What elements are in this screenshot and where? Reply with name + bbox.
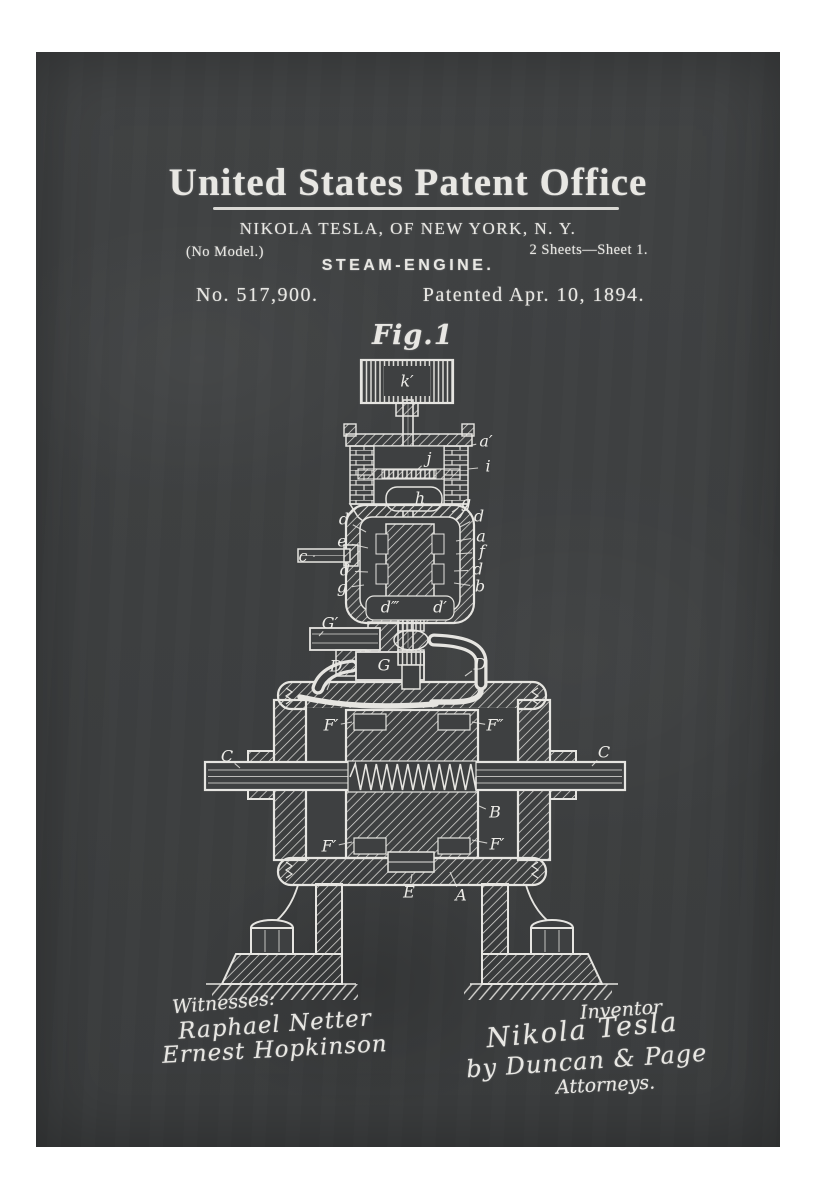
leader-line [453, 569, 469, 572]
leader-line [338, 841, 353, 846]
spring [349, 761, 477, 791]
part-label: F′ [321, 837, 337, 856]
part-label: d′ [433, 598, 447, 617]
leader-line [471, 839, 488, 844]
part-label: G [378, 656, 391, 675]
leader-line [318, 630, 324, 637]
right-bolt [530, 919, 574, 955]
leader-line [326, 676, 333, 691]
leader-line [352, 524, 367, 533]
part-label: h [415, 489, 425, 508]
leader-line [467, 443, 477, 447]
leader-line [340, 721, 353, 725]
leader-line [234, 763, 241, 769]
part-label: a [476, 527, 486, 546]
part-label: d [339, 510, 349, 529]
part-label: d [340, 561, 350, 580]
piston-shaft [203, 760, 627, 793]
figure-label: Fig.1 [372, 320, 454, 351]
inlet-pipe-g1 [309, 627, 381, 651]
part-label: F″ [485, 716, 503, 735]
leader-line [467, 467, 479, 470]
part-label: D [329, 657, 343, 676]
valve-spool [385, 523, 435, 599]
part-label: g [461, 493, 471, 512]
inventor-byline: NIKOLA TESLA, OF NEW YORK, N. Y. [239, 219, 577, 238]
part-label: d‴ [381, 598, 400, 617]
part-label: d [473, 560, 483, 579]
patent-number: No. 517,900. [196, 284, 319, 306]
part-label: k′ [400, 372, 414, 391]
leader-line [464, 670, 473, 677]
leader-line [351, 584, 365, 588]
leader-line [591, 759, 598, 767]
part-label: D [473, 655, 487, 674]
part-label: C [598, 743, 610, 762]
leader-line [354, 570, 369, 573]
title-underline [213, 207, 619, 210]
part-label: A [453, 886, 467, 905]
leader-line [471, 721, 486, 725]
part-label: f [478, 542, 488, 561]
part-label: B [488, 803, 501, 822]
part-label: j [424, 449, 432, 468]
leader-line [455, 552, 473, 555]
leader-line [410, 873, 413, 884]
part-label: d [474, 507, 484, 526]
leader-line [453, 582, 471, 587]
invention-title: STEAM-ENGINE. [321, 257, 495, 274]
patent-date: Patented Apr. 10, 1894. [422, 284, 645, 306]
part-label: a′ [479, 432, 493, 451]
part-label: G′ [322, 614, 339, 633]
part-label: F′ [323, 716, 339, 735]
page-title: United States Patent Office [168, 161, 648, 204]
leader-line [455, 538, 472, 542]
leader-line [451, 507, 458, 513]
part-label: b [475, 577, 485, 596]
leader-line [449, 871, 458, 888]
leader-line [459, 521, 471, 528]
left-bolt [250, 919, 294, 955]
part-label: C [221, 747, 233, 766]
valve-block [297, 503, 476, 625]
leader-line [351, 543, 369, 549]
cap-k [359, 358, 455, 417]
model-note: (No Model.) [186, 244, 264, 260]
part-label: c [299, 547, 308, 566]
sheet-info: 2 Sheets—Sheet 1. [529, 242, 648, 258]
part-label: F′ [489, 835, 505, 854]
leader-line [416, 465, 423, 471]
part-label: e [337, 532, 346, 551]
part-label: i [485, 457, 490, 476]
leader-line [478, 805, 487, 810]
part-label: g [337, 578, 347, 597]
part-label: E [402, 883, 415, 902]
